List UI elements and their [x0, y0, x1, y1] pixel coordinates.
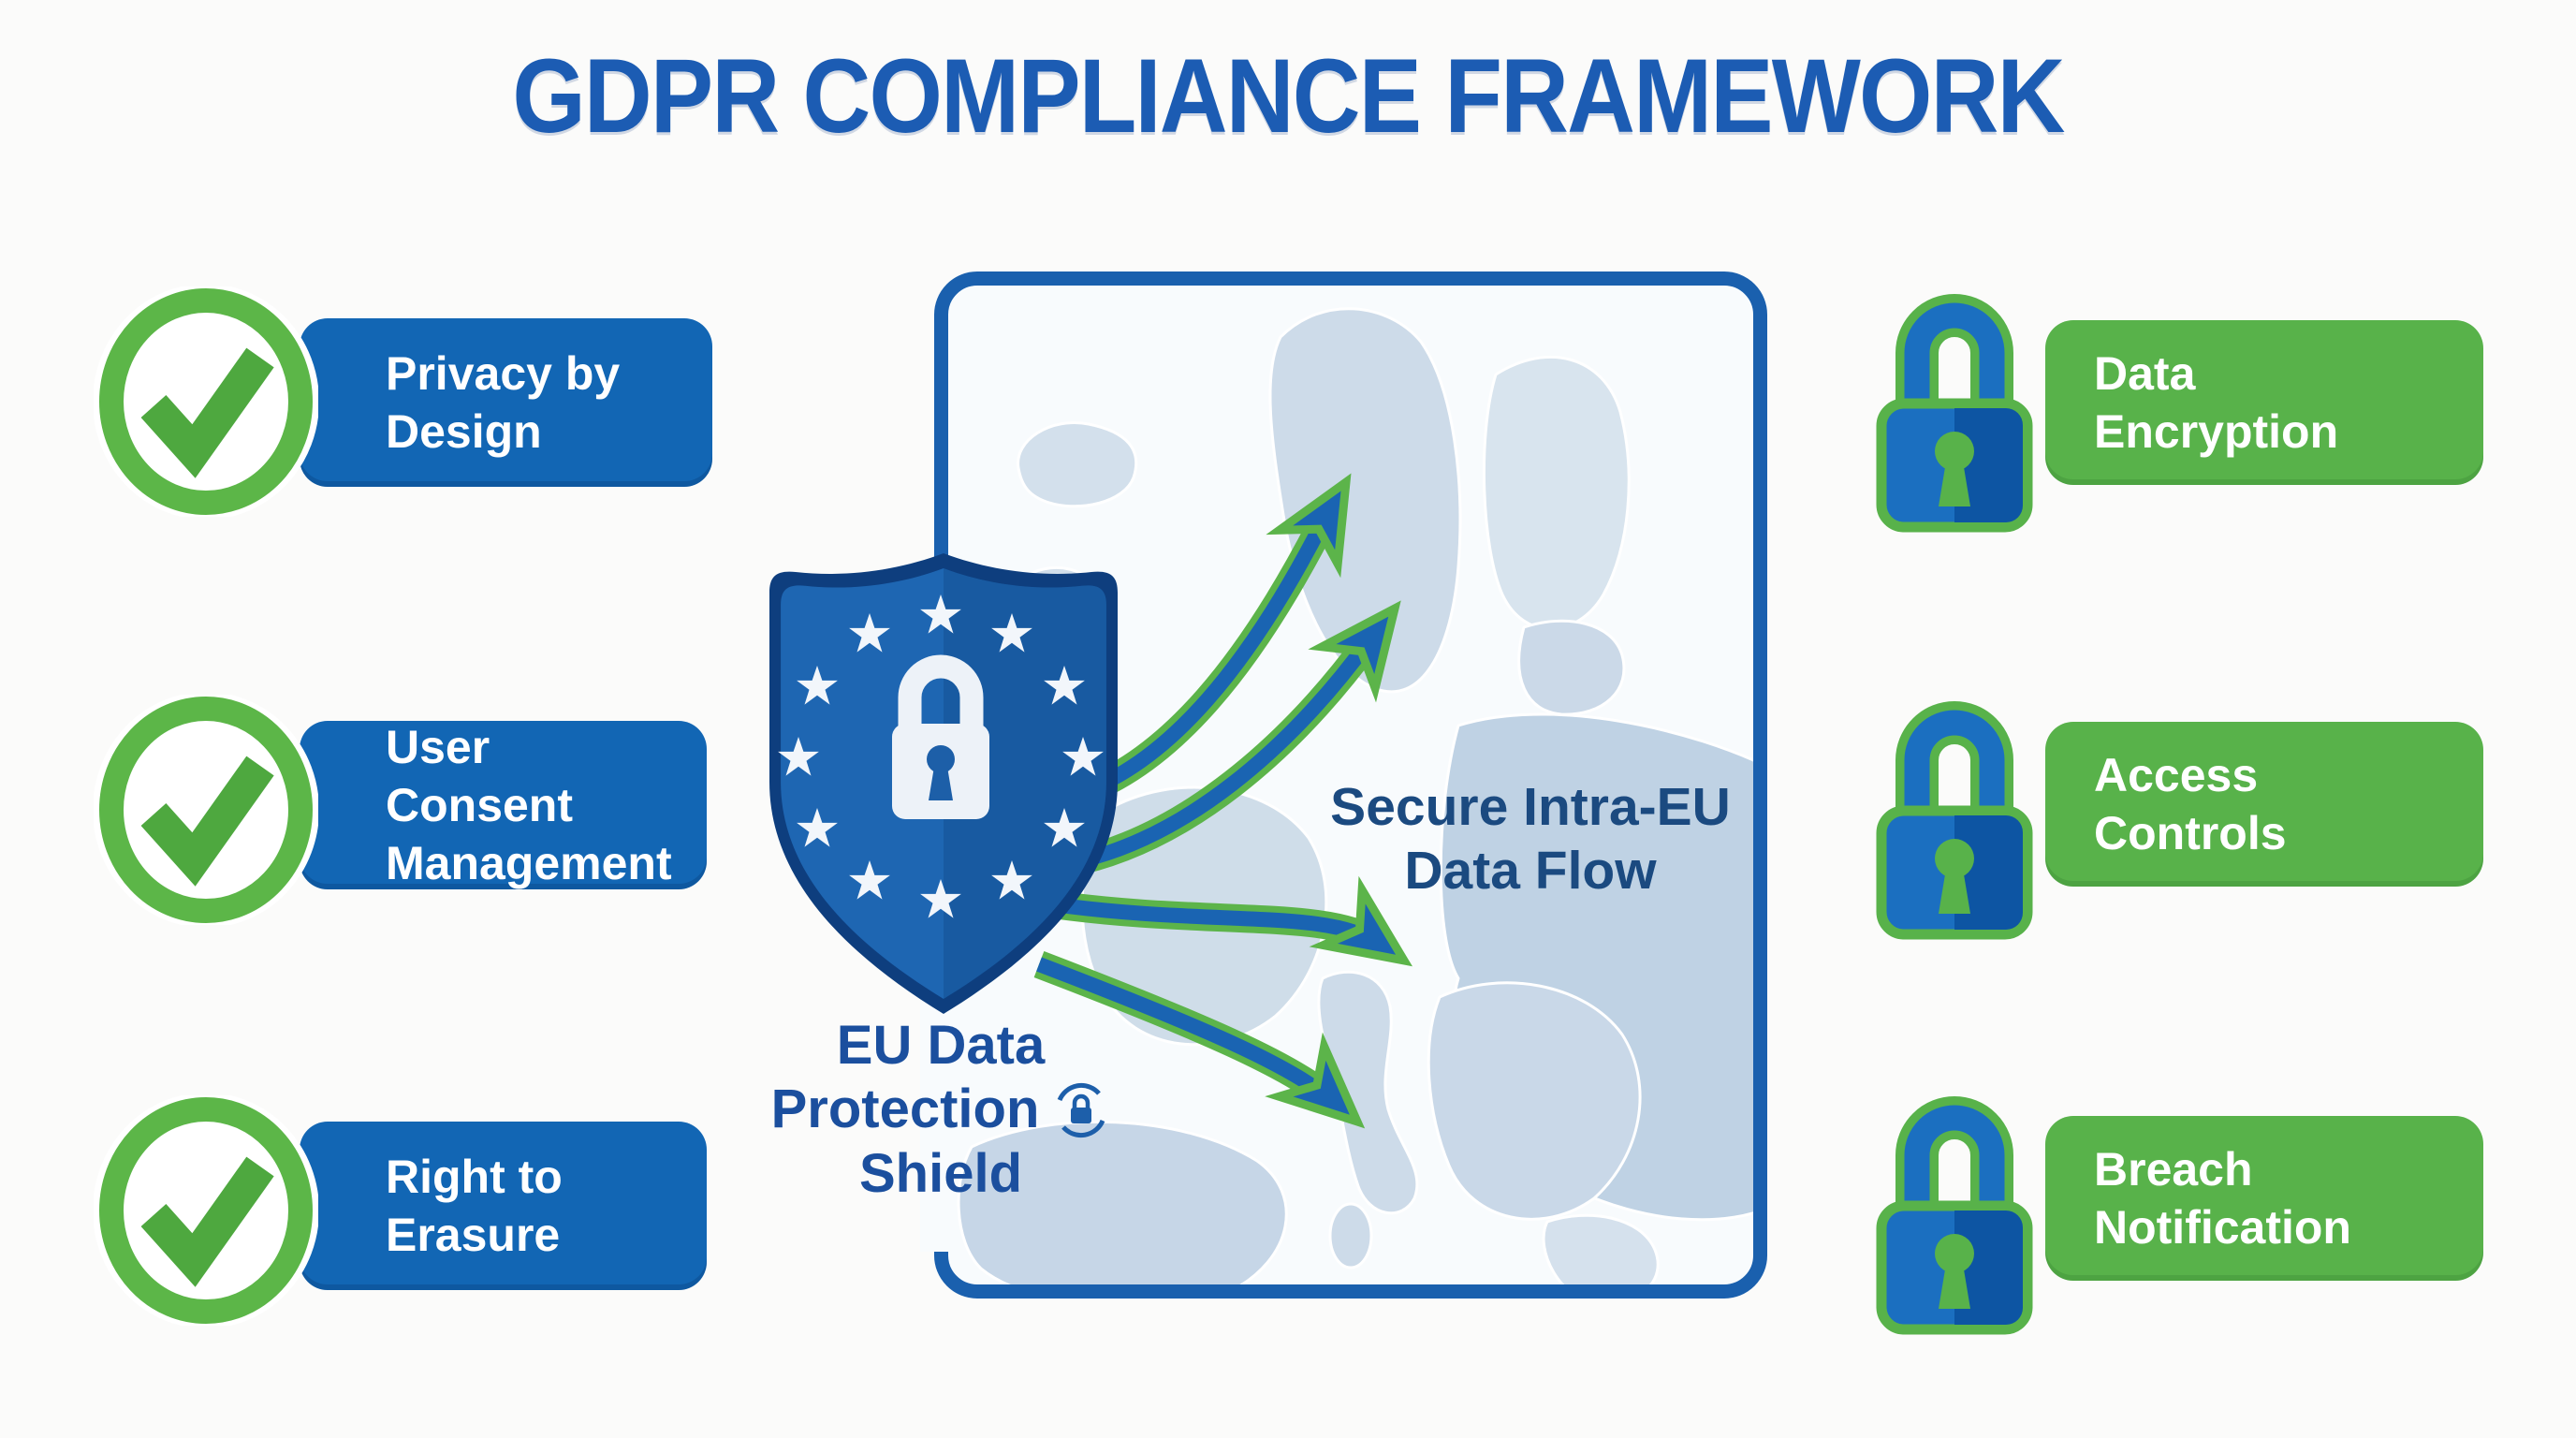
map-label-line1: Secure Intra-EU: [1330, 777, 1731, 837]
shield-caption-line2: Protection: [770, 1078, 1040, 1140]
check-circle-icon: [94, 1095, 318, 1326]
left-badge-label: User Consent Management: [386, 721, 672, 889]
padlock-icon: [1876, 701, 2033, 940]
right-badge-access-controls: Access Controls: [2045, 722, 2483, 887]
eu-shield-lock-icon: [769, 553, 1118, 1014]
right-badge-breach-notification: Breach Notification: [2045, 1116, 2483, 1281]
map-italy: [1317, 970, 1419, 1215]
check-circle-icon: [94, 695, 318, 925]
map-finland: [1482, 355, 1631, 631]
map-scandinavia: [1268, 307, 1462, 694]
map-greece: [1542, 1213, 1660, 1284]
right-badge-label: Breach Notification: [2094, 1143, 2351, 1254]
map-iceland: [1017, 421, 1138, 508]
map-label: Secure Intra-EU Data Flow: [1306, 775, 1755, 903]
padlock-icon: [1876, 294, 2033, 533]
right-badge-label: Data Encryption: [2094, 347, 2339, 458]
eu-stars: [778, 594, 1104, 918]
shield-caption-line3: Shield: [858, 1142, 1023, 1204]
map-iberia: [957, 1120, 1288, 1284]
left-badge-privacy-by-design: Privacy by Design: [300, 318, 712, 487]
map-sardinia: [1328, 1202, 1373, 1269]
shield-caption: EU Data Protection Shield: [721, 1014, 1161, 1206]
map-baltics: [1517, 619, 1626, 716]
padlock-icon: [1876, 1096, 2033, 1335]
check-circle-icon: [94, 286, 318, 517]
left-badge-user-consent: User Consent Management: [300, 721, 707, 889]
left-badge-right-to-erasure: Right to Erasure: [300, 1122, 707, 1290]
lock-circle-icon: [1058, 1082, 1105, 1137]
right-badge-data-encryption: Data Encryption: [2045, 320, 2483, 485]
right-badge-label: Access Controls: [2094, 749, 2287, 859]
left-badge-label: Privacy by Design: [386, 347, 621, 458]
shield-caption-line1: EU Data: [836, 1015, 1046, 1076]
caption-backdrop: [920, 978, 952, 1252]
map-label-line2: Data Flow: [1404, 841, 1657, 902]
page-title: GDPR COMPLIANCE FRAMEWORK: [512, 37, 2065, 154]
left-badge-label: Right to Erasure: [386, 1151, 563, 1261]
shield-padlock-icon: [892, 654, 989, 819]
map-balkans: [1427, 981, 1642, 1221]
